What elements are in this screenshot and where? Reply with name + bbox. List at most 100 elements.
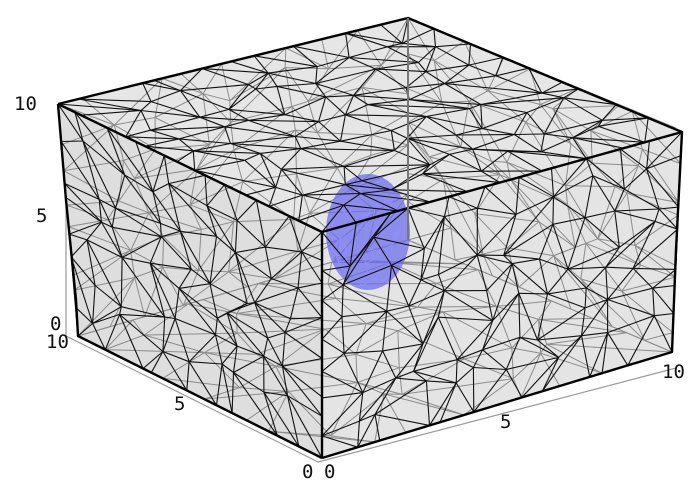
box-left-face [58,104,322,458]
mesh-edge [436,283,497,307]
mesh-edge [406,116,427,139]
mesh-edge [180,90,229,110]
mesh-edge [64,183,102,223]
mesh-edge [265,246,302,253]
mesh-edge [345,32,388,48]
mesh-edge [394,228,400,234]
mesh-edge [441,102,462,148]
mesh-edge [268,66,318,74]
mesh-edge [474,174,501,214]
mesh-edge [349,222,357,267]
mesh-edge [503,255,513,264]
mesh-edge [78,98,152,103]
mesh-edge [160,236,192,270]
mesh-edge [239,365,277,389]
mesh-edge [281,165,345,170]
mesh-edge [357,382,385,395]
mesh-edge [503,223,554,256]
mesh-edge [255,85,278,90]
mesh-edge [161,77,204,95]
mesh-edge [456,359,474,368]
mesh-edge [178,126,225,140]
mesh-edge [321,392,363,399]
mesh-edge [321,284,344,301]
mesh-edge [567,204,576,248]
mesh-edge [115,207,162,238]
mesh-edge [361,87,373,136]
mesh-edge [63,124,115,172]
mesh-edge [473,366,507,371]
mesh-edge [64,183,100,200]
mesh-edge [152,191,181,232]
mesh-edge [644,117,649,143]
mesh-edge [426,115,483,130]
mesh-edge [487,68,531,92]
mesh-edge [621,290,645,341]
mesh-edge [567,266,606,270]
mesh-edge [236,313,238,334]
mesh-edge [455,367,474,384]
mesh-edge [406,137,450,155]
mesh-edge [307,68,329,102]
mesh-edge [455,134,474,150]
mesh-edge [422,170,482,175]
mesh-edge [282,357,323,367]
mesh-edge [267,337,283,367]
mesh-edge [162,236,165,268]
mesh-edge [321,370,364,394]
mesh-edge [355,183,364,194]
mesh-edge [409,83,445,101]
mesh-edge [331,216,335,229]
mesh-edge [154,117,210,146]
mesh-edge [209,283,248,304]
mesh-edge [298,204,344,222]
mesh-edge [614,165,639,187]
mesh-edge [189,361,223,365]
mesh-edge [433,60,489,92]
mesh-edge [267,331,286,339]
mesh-edge [263,337,269,357]
mesh-edge [193,150,261,154]
mesh-edge [236,199,257,221]
mesh-edge [144,267,164,317]
mesh-edge [98,199,113,228]
mesh-edge [321,420,360,437]
mesh-edge [119,313,165,318]
mesh-edge [359,278,377,287]
mesh-edge [391,264,422,281]
mesh-edge [179,90,201,118]
mesh-edge [134,168,197,180]
mesh-edge [621,264,642,292]
mesh-edge [482,253,520,288]
mesh-edge [152,191,162,224]
mesh-edge [496,300,552,307]
mesh-edge [300,140,341,150]
mesh-edge [584,298,608,309]
mesh-edge [57,103,84,142]
mesh-edge [142,351,164,369]
mesh-edge [119,313,164,352]
mesh-edge [188,334,216,363]
mesh-edge [402,378,514,395]
mesh-edge [284,332,323,359]
mesh-edge [652,288,655,316]
mesh-edge [406,137,431,166]
mesh-edge [162,352,205,379]
mesh-edge [584,217,620,248]
mesh-edge [132,319,145,336]
mesh-edge [121,257,166,318]
mesh-edge [390,130,395,151]
mesh-edge [654,312,674,317]
mesh-edge [444,207,478,218]
mesh-edge [507,150,543,172]
mesh-edge [343,204,357,223]
mesh-edge [344,350,383,354]
mesh-edge [275,169,282,188]
mesh-edge [315,57,350,84]
mesh-edge [390,173,423,191]
mesh-edge [178,138,231,145]
mesh-edge [408,290,445,307]
mesh-edge [101,221,113,228]
mesh-edge [293,173,297,220]
mesh-edge [481,170,501,184]
